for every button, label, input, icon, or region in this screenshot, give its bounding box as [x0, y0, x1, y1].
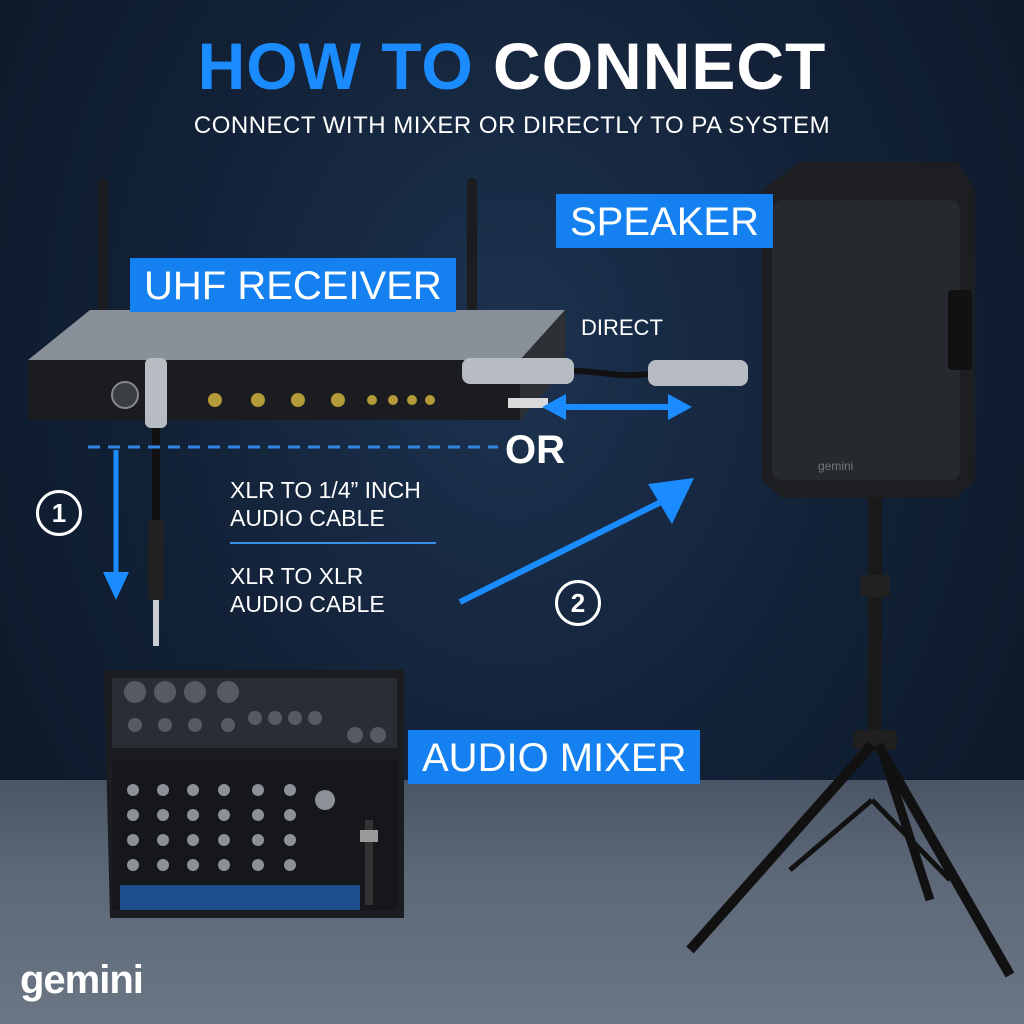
cable-1-line-1: XLR TO 1/4” INCH — [230, 477, 421, 503]
receiver-antenna-right — [467, 178, 477, 318]
cable-1-caption: XLR TO 1/4” INCH AUDIO CABLE — [230, 476, 421, 532]
speaker-stand — [686, 498, 1015, 978]
cable-2-line-1: XLR TO XLR — [230, 563, 364, 589]
pa-speaker: gemini — [762, 162, 975, 498]
arrow-step-1 — [103, 450, 129, 600]
xlr-xlr-cable — [462, 358, 748, 386]
direct-label: DIRECT — [581, 315, 663, 340]
speaker-label: SPEAKER — [556, 194, 773, 248]
receiver-antenna-left — [98, 178, 108, 318]
cable-divider — [230, 542, 436, 544]
brand-logo: gemini — [20, 958, 144, 1002]
page-subtitle: CONNECT WITH MIXER OR DIRECTLY TO PA SYS… — [193, 112, 831, 139]
direct-double-arrow — [542, 394, 692, 420]
step-1-badge: 1 — [36, 490, 82, 536]
step-2-badge: 2 — [555, 580, 601, 626]
cable-2-line-2: AUDIO CABLE — [230, 591, 385, 617]
svg-text:gemini: gemini — [818, 459, 853, 473]
or-label: OR — [505, 428, 565, 472]
page-title: HOW TO CONNECT — [0, 28, 1024, 104]
arrow-step-2 — [458, 478, 694, 605]
cable-2-caption: XLR TO XLR AUDIO CABLE — [230, 562, 385, 618]
title-part-1: HOW TO — [197, 29, 474, 103]
audio-mixer-unit — [104, 670, 404, 918]
title-part-2: CONNECT — [493, 29, 827, 103]
xlr-quarter-inch-cable — [145, 358, 167, 646]
mixer-label: AUDIO MIXER — [408, 730, 701, 784]
receiver-label: UHF RECEIVER — [130, 258, 456, 312]
cable-1-line-2: AUDIO CABLE — [230, 505, 385, 531]
